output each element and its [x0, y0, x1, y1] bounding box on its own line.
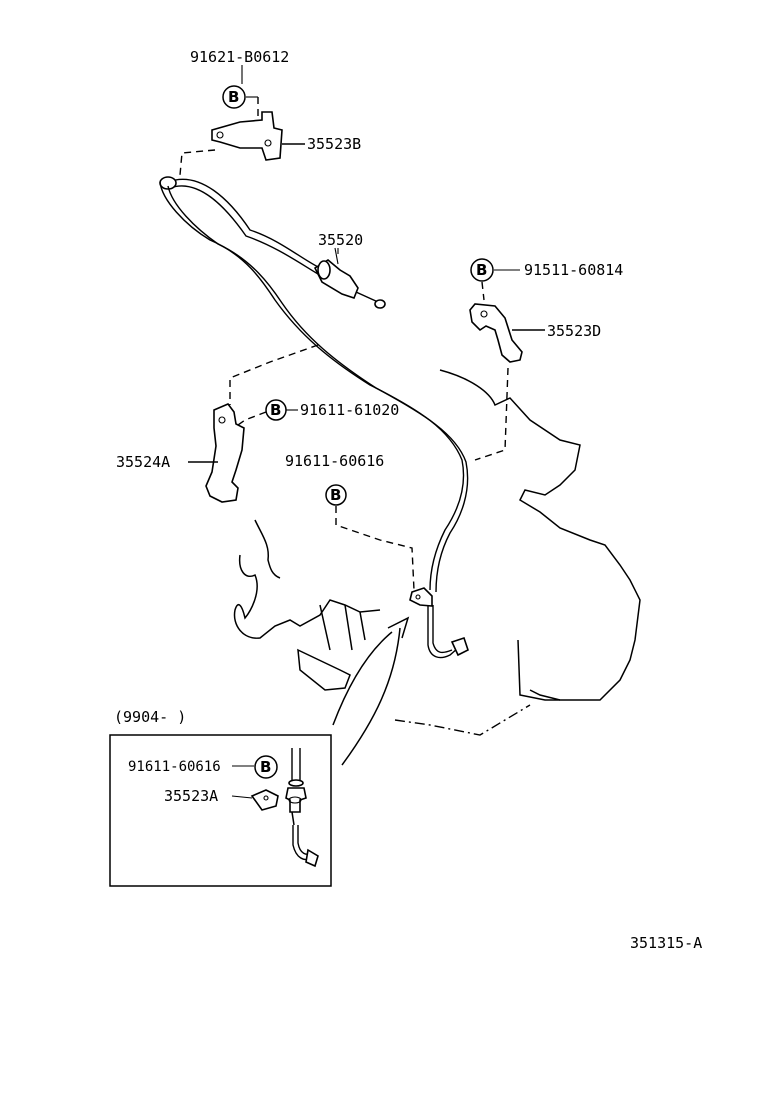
inset-cable	[285, 748, 319, 868]
svg-text:B: B	[228, 88, 239, 106]
svg-text:B: B	[260, 758, 271, 776]
leader-35524A	[229, 344, 319, 405]
bracket-35523D[interactable]	[469, 303, 545, 363]
pointer-arrows	[332, 616, 410, 766]
diagram-code: 351315-A	[630, 934, 702, 952]
leader-35523D	[474, 367, 509, 461]
label-91611-60616: 91611-60616	[285, 452, 384, 470]
inset-box	[109, 734, 332, 887]
label-35523D: 35523D	[547, 322, 601, 340]
bolt-91621-B0612[interactable]: B	[222, 65, 259, 140]
svg-text:B: B	[476, 261, 487, 279]
bracket-35523B[interactable]	[211, 111, 305, 161]
svg-text:B: B	[270, 401, 281, 419]
bolt-91611-61020[interactable]: B	[237, 399, 298, 426]
label-35524A: 35524A	[116, 453, 170, 471]
inset-range-label: (9904- )	[114, 708, 186, 726]
inset-bracket-35523A[interactable]	[231, 789, 279, 811]
label-35520: 35520	[318, 231, 363, 249]
leader-35523B	[179, 149, 216, 176]
inset-label-91611-60616: 91611-60616	[128, 759, 221, 775]
label-91611-61020: 91611-61020	[300, 401, 399, 419]
svg-text:B: B	[330, 486, 341, 504]
bracket-35524A[interactable]	[188, 403, 245, 503]
transmission-outline	[233, 369, 641, 736]
label-91621-B0612: 91621-B0612	[190, 48, 289, 66]
label-35523B: 35523B	[307, 135, 361, 153]
bolt-91611-60616[interactable]: B	[325, 484, 415, 591]
cable-35520[interactable]	[159, 176, 469, 659]
inset-label-35523A: 35523A	[164, 787, 218, 805]
bolt-91511-60814[interactable]: B	[470, 258, 520, 301]
label-91511-60814: 91511-60814	[524, 261, 623, 279]
inset-bolt-91611-60616[interactable]: B	[232, 755, 278, 779]
